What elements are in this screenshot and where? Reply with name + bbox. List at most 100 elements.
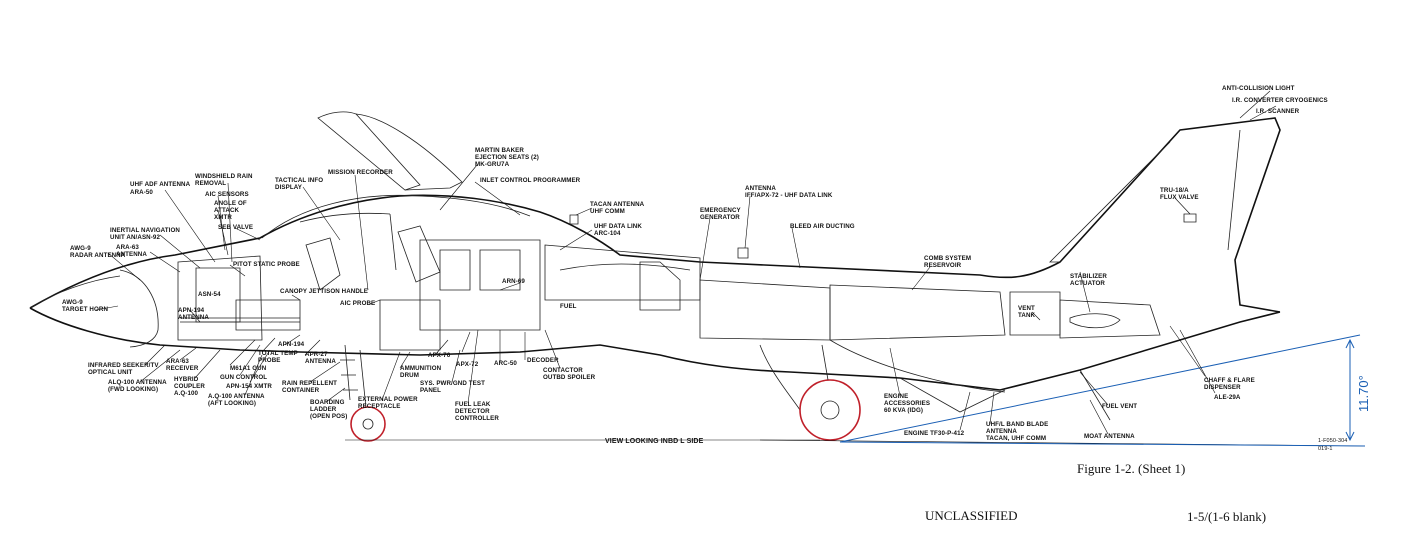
callout-boarding-ladder: BOARDING <box>310 399 345 406</box>
callout-external-power: EXTERNAL POWER <box>358 396 418 403</box>
callout-tactical-info: TACTICAL INFO <box>275 177 323 184</box>
callout-uhf-adf-antenna: UHF ADF ANTENNA <box>130 181 191 188</box>
callout-external-power-2: RECEPTACLE <box>358 403 400 410</box>
callout-apx-72: APX-72 <box>456 361 479 368</box>
callout-hybrid-coupler: HYBRID <box>174 376 199 383</box>
ref-code-2: 019-1 <box>1318 446 1333 452</box>
callout-tacan-antenna: TACAN ANTENNA <box>590 201 645 208</box>
callout-uhf-blade-2: ANTENNA <box>986 428 1017 435</box>
angle-label: 11.70° <box>1356 375 1371 412</box>
callout-comb-system: COMB SYSTEM <box>924 255 971 262</box>
callout-antenna-iff: ANTENNA <box>745 185 776 192</box>
callout-irst: INFRARED SEEKER/TV <box>88 362 159 369</box>
callout-ammunition-drum: AMMUNITION <box>400 365 442 372</box>
callout-pitot-probe: PITOT STATIC PROBE <box>233 261 300 268</box>
callout-apn-154-xmtr: APN-154 XMTR <box>226 383 272 390</box>
callout-vent-tank: VENT <box>1018 305 1035 312</box>
landing-gear <box>350 344 861 442</box>
callout-seb-valve: SEB VALVE <box>218 224 253 231</box>
classification-marking: UNCLASSIFIED <box>925 508 1017 523</box>
callout-bleed-air: BLEED AIR DUCTING <box>790 223 855 230</box>
callout-engine-accessories-2: ACCESSORIES <box>884 400 930 407</box>
callout-apn-194-2: ANTENNA <box>178 314 209 321</box>
callout-ir-converter: I.R. CONVERTER CRYOGENICS <box>1232 97 1328 104</box>
callout-hybrid-coupler-2: COUPLER <box>174 383 205 390</box>
callout-ara-63: ARA-63 <box>116 244 139 251</box>
callout-windshield-rain-2: REMOVAL <box>195 180 226 187</box>
callout-fuel-leak-3: CONTROLLER <box>455 415 499 422</box>
callout-ara-63-receiver-2: RECEIVER <box>166 365 199 372</box>
callout-chaff-flare-2: DISPENSER <box>1204 384 1241 391</box>
callout-alq-aft-2: (AFT LOOKING) <box>208 400 256 407</box>
callout-irst-2: OPTICAL UNIT <box>88 369 133 376</box>
callout-stabilizer-actuator: STABILIZER <box>1070 273 1107 280</box>
callout-alq-fwd: ALQ-100 ANTENNA <box>108 379 167 386</box>
callout-apr-27: APR-27 <box>305 351 328 358</box>
callout-ir-scanner: I.R. SCANNER <box>1256 108 1300 115</box>
callout-uhf-data-link: UHF DATA LINK <box>594 223 642 230</box>
callout-martin-baker: MARTIN BAKER <box>475 147 524 154</box>
callout-gun-control: GUN CONTROL <box>220 374 267 381</box>
callout-m61a1-gun: M61A1 GUN <box>230 365 267 372</box>
callout-fuel-leak: FUEL LEAK <box>455 401 491 408</box>
callout-ara-63-antenna: ANTENNA <box>116 251 147 258</box>
leader-lines <box>95 90 1277 435</box>
callout-tacan-antenna-2: UHF COMM <box>590 208 625 215</box>
callout-angle-of-attack-2: ATTACK <box>214 207 240 214</box>
callout-alq-aft: A.Q-100 ANTENNA <box>208 393 265 400</box>
callout-hybrid-coupler-3: A.Q-100 <box>174 390 199 397</box>
callout-ara-63-receiver: ARA-63 <box>166 358 189 365</box>
callout-martin-baker-2: EJECTION SEATS (2) <box>475 154 539 161</box>
callout-fuel-vent: FUEL VENT <box>1102 403 1137 410</box>
callout-engine-accessories-3: 60 KVA (IDG) <box>884 407 923 414</box>
nose-wheel <box>350 406 386 442</box>
callout-labels: UHF ADF ANTENNA ARA-50 WINDSHIELD RAIN R… <box>62 85 1328 442</box>
callout-target-horn: TARGET HORN <box>62 306 108 313</box>
callout-awg9-target: AWG-9 <box>62 299 83 306</box>
callout-engine-accessories: ENGINE <box>884 393 908 400</box>
callout-antenna-iff-2: IFF/APX-72 - UHF DATA LINK <box>745 192 833 199</box>
callout-fuel-leak-2: DETECTOR <box>455 408 490 415</box>
callout-awg9-radar: AWG-9 <box>70 245 91 252</box>
callout-apx-76: APX-76 <box>428 352 451 359</box>
callout-anti-collision-light: ANTI-COLLISION LIGHT <box>1222 85 1295 92</box>
callout-apr-27-2: ANTENNA <box>305 358 336 365</box>
callout-ammunition-drum-2: DRUM <box>400 372 419 379</box>
callout-inlet-programmer: INLET CONTROL PROGRAMMER <box>480 177 581 184</box>
callout-emergency-generator-2: GENERATOR <box>700 214 740 221</box>
callout-apn-194: APN-194 <box>178 307 205 314</box>
callout-chaff-flare: CHAFF & FLARE <box>1204 377 1255 384</box>
callout-comb-system-2: RESERVOIR <box>924 262 962 269</box>
callout-awg9-radar-2: RADAR ANTENNA <box>70 252 126 259</box>
callout-windshield-rain: WINDSHIELD RAIN <box>195 173 253 180</box>
callout-asn-54: ASN-54 <box>198 291 221 298</box>
main-wheel <box>799 379 861 441</box>
callout-aic-probe: AIC PROBE <box>340 300 375 307</box>
callout-tru-flux-valve-2: FLUX VALVE <box>1160 194 1199 201</box>
callout-decoder: DECODER <box>527 357 559 364</box>
callout-ins: INERTIAL NAVIGATION <box>110 227 180 234</box>
callout-apn-194-small: APN-194 <box>278 341 305 348</box>
callout-contactor-2: OUTBD SPOILER <box>543 374 596 381</box>
view-label: VIEW LOOKING INBD L SIDE <box>605 438 704 445</box>
page-number: 1-5/(1-6 blank) <box>1187 509 1266 524</box>
callout-total-temp: TOTAL TEMP <box>258 350 298 357</box>
callout-emergency-generator: EMERGENCY <box>700 207 742 214</box>
callout-ale-29a: ALE-29A <box>1214 394 1241 401</box>
callout-martin-baker-3: MK-GRU7A <box>475 161 510 168</box>
callout-stabilizer-actuator-2: ACTUATOR <box>1070 280 1105 287</box>
callout-sys-test-panel: SYS. PWR/GND TEST <box>420 380 485 387</box>
callout-mission-recorder: MISSION RECORDER <box>328 169 393 176</box>
callout-aic-sensors: AIC SENSORS <box>205 191 249 198</box>
callout-ara-50: ARA-50 <box>130 189 153 196</box>
callout-uhf-blade-3: TACAN, UHF COMM <box>986 435 1046 442</box>
callout-rain-repellent: RAIN REPELLENT <box>282 380 337 387</box>
callout-contactor: CONTACTOR <box>543 367 583 374</box>
callout-arc-50: ARC-50 <box>494 360 517 367</box>
callout-tactical-info-2: DISPLAY <box>275 184 303 191</box>
callout-alq-fwd-2: (FWD LOOKING) <box>108 386 158 393</box>
callout-moat-antenna: MOAT ANTENNA <box>1084 433 1135 440</box>
callout-sys-test-panel-2: PANEL <box>420 387 441 394</box>
callout-canopy-jettison: CANOPY JETTISON HANDLE <box>280 288 368 295</box>
